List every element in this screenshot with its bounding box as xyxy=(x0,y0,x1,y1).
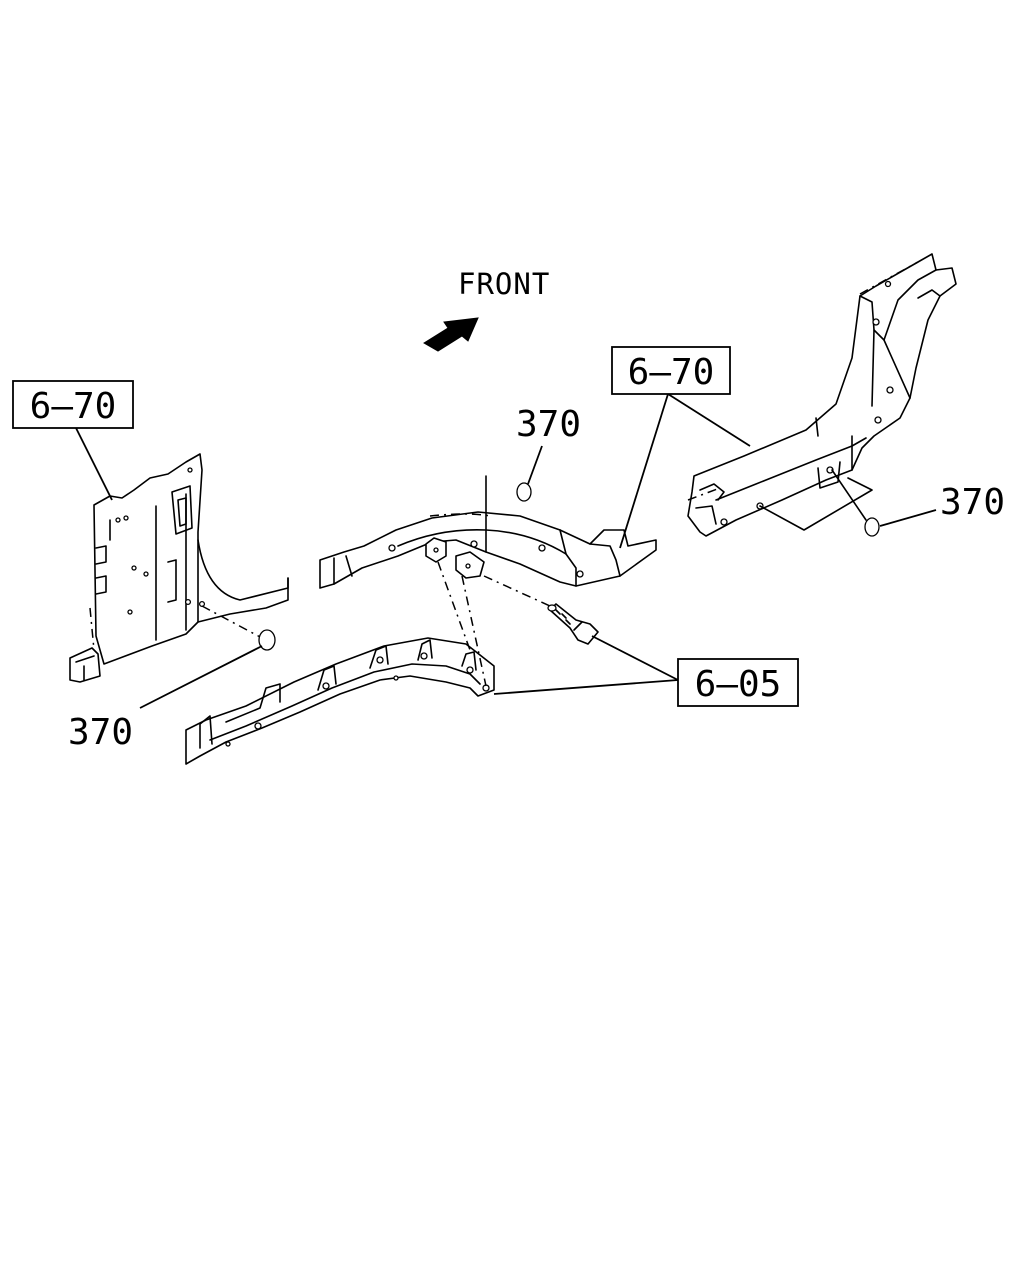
ref-right-text: 6–70 xyxy=(628,352,715,393)
lower-curved-rail xyxy=(185,637,495,765)
plug-right-icon xyxy=(864,517,880,537)
bracket-clips xyxy=(425,537,485,579)
center-bracket xyxy=(319,511,657,589)
callout-ref-bolt: 6–05 xyxy=(677,658,799,707)
callout-ref-left: 6–70 xyxy=(12,380,134,429)
ref-left-text: 6–70 xyxy=(30,386,117,427)
plug-left-icon xyxy=(258,629,276,651)
plug-left-label: 370 xyxy=(68,712,133,753)
ref-bolt-text: 6–05 xyxy=(695,664,782,705)
callout-ref-right: 6–70 xyxy=(611,346,731,395)
plug-center-icon xyxy=(516,482,532,502)
left-side-panel xyxy=(69,453,289,683)
front-label: FRONT xyxy=(458,267,550,301)
plug-center-label: 370 xyxy=(516,404,581,445)
plug-right-label: 370 xyxy=(940,482,1005,523)
front-arrow-icon xyxy=(423,317,479,352)
bolt xyxy=(547,603,599,645)
right-frame-member xyxy=(687,253,957,537)
